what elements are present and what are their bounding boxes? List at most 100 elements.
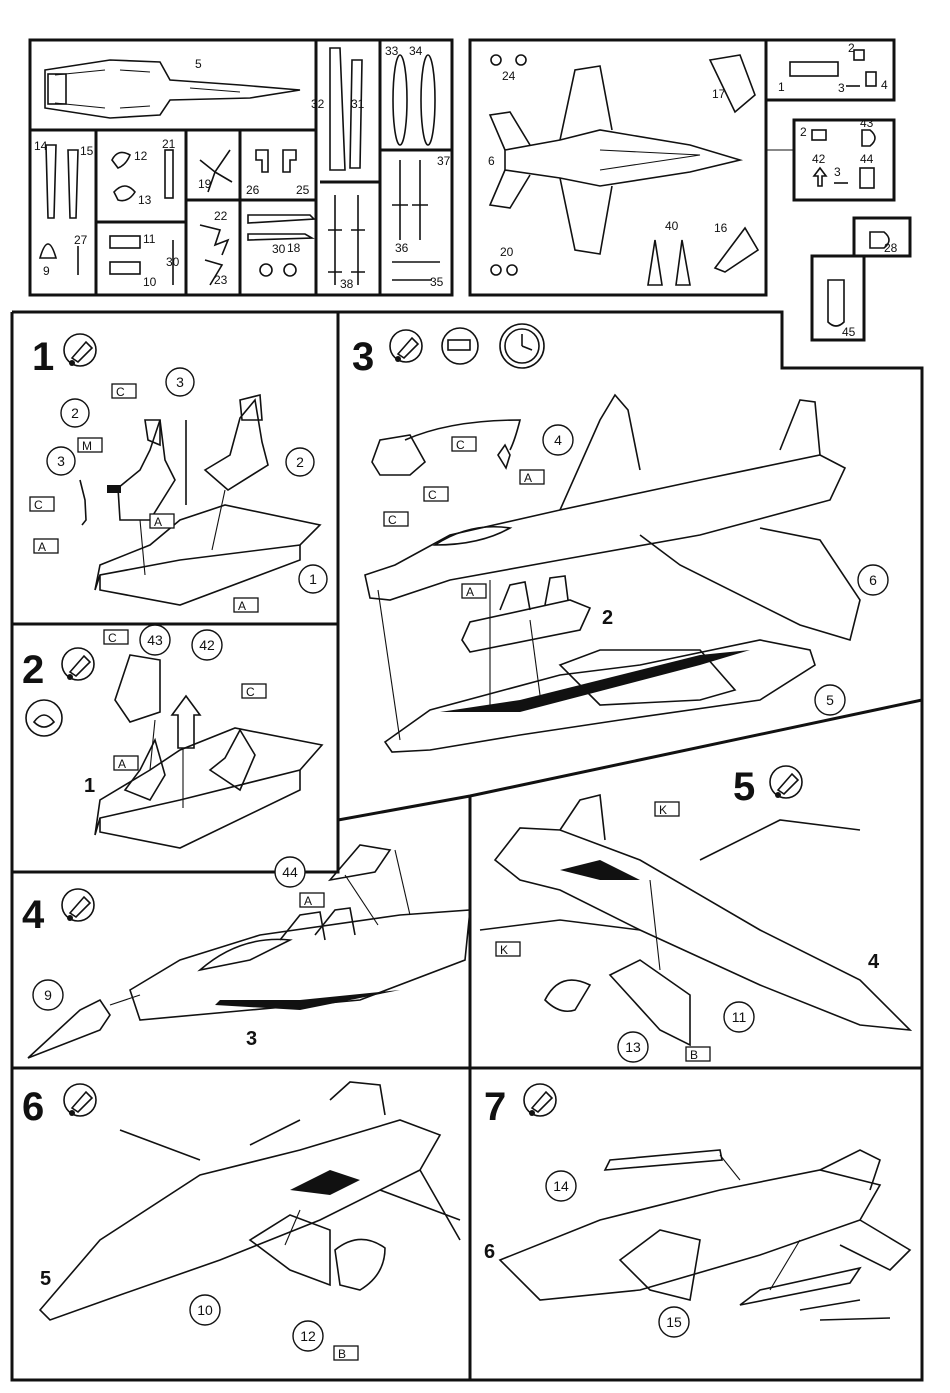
step-1: 1 3 2 3 2 1 C M C A A A — [30, 334, 327, 613]
step-6: 6 5 10 12 B — [22, 1082, 460, 1361]
part-number-2: 2 — [848, 41, 855, 55]
callout-4-b: 4 — [868, 951, 880, 973]
part-number-35: 35 — [430, 275, 444, 289]
glue-icon — [770, 766, 802, 798]
step-number-6: 6 — [22, 1085, 44, 1129]
part-37-36-35: 37 36 35 — [392, 154, 451, 289]
part-26-25: 26 25 — [246, 150, 310, 197]
flag-c: C — [242, 684, 266, 699]
part-number-12: 12 — [134, 149, 148, 163]
svg-text:B: B — [338, 1347, 346, 1361]
callout-9: 9 — [33, 980, 63, 1010]
svg-text:12: 12 — [300, 1328, 316, 1344]
part-number-24: 24 — [502, 69, 516, 83]
callout-6-b: 6 — [484, 1241, 495, 1263]
callout-2-c: 2 — [602, 607, 613, 629]
flag-k: K — [496, 942, 520, 957]
part-number-13: 13 — [138, 193, 152, 207]
glue-icon — [64, 334, 96, 366]
svg-text:C: C — [428, 488, 437, 502]
svg-text:A: A — [524, 471, 532, 485]
svg-text:15: 15 — [666, 1314, 682, 1330]
part-number-34: 34 — [409, 44, 423, 58]
part-11-10-30: 11 10 30 — [110, 232, 180, 289]
part-clear-canopy: 2 43 42 3 44 — [800, 116, 875, 188]
part-number-14: 14 — [34, 139, 48, 153]
flag-a: A — [34, 539, 58, 554]
svg-text:C: C — [116, 385, 125, 399]
part-30-18: 30 18 — [248, 215, 314, 276]
part-number-17: 17 — [712, 87, 726, 101]
callout-1-a: 1 — [299, 565, 327, 593]
flag-c: C — [112, 384, 136, 399]
part-number-1: 1 — [778, 80, 785, 94]
svg-text:A: A — [304, 894, 312, 908]
svg-text:1: 1 — [309, 571, 317, 587]
part-number-16: 16 — [714, 221, 728, 235]
svg-text:C: C — [108, 631, 117, 645]
step-4: 4 44 9 3 A — [22, 845, 470, 1058]
callout-6: 6 — [858, 565, 888, 595]
step-number-3: 3 — [352, 335, 374, 379]
part-number-44: 44 — [860, 152, 874, 166]
svg-text:4: 4 — [554, 432, 562, 448]
svg-text:3: 3 — [176, 374, 184, 390]
svg-text:K: K — [659, 803, 667, 817]
svg-text:44: 44 — [282, 864, 298, 880]
part-number-19: 19 — [198, 177, 212, 191]
part-number-21: 21 — [162, 137, 176, 151]
part-number-43: 43 — [860, 116, 874, 130]
paint-palette-icon — [26, 700, 62, 736]
part-number-42: 42 — [812, 152, 826, 166]
callout-4: 4 — [543, 425, 573, 455]
part-number-33: 33 — [385, 44, 399, 58]
part-number-2b: 2 — [800, 125, 807, 139]
part-number-32: 32 — [311, 97, 325, 111]
svg-text:A: A — [466, 585, 474, 599]
step-7: 7 14 6 15 — [484, 1084, 910, 1337]
part-number-36: 36 — [395, 241, 409, 255]
callout-42: 42 — [192, 630, 222, 660]
flag-m: M — [78, 438, 102, 453]
callout-3-c: 3 — [246, 1028, 257, 1050]
flag-b: B — [686, 1047, 710, 1062]
svg-text:A: A — [118, 757, 126, 771]
part-number-4: 4 — [881, 78, 888, 92]
part-number-15: 15 — [80, 144, 94, 158]
step-number-7: 7 — [484, 1085, 506, 1129]
part-6-upper-fuselage: 6 24 20 17 40 16 — [488, 55, 758, 285]
glue-icon — [62, 889, 94, 921]
step-number-5: 5 — [733, 765, 755, 809]
part-number-30: 30 — [272, 242, 286, 256]
svg-text:A: A — [238, 599, 246, 613]
step-grid — [12, 312, 922, 1380]
step-number-4: 4 — [22, 893, 45, 937]
part-33-34-tanks: 33 34 — [385, 44, 435, 145]
step-number-1: 1 — [32, 335, 54, 379]
callout-3-a: 3 — [166, 368, 194, 396]
part-22-23: 22 23 — [200, 209, 228, 287]
part-31-32-wings-pylons: 32 31 — [311, 48, 365, 170]
callout-2-b: 2 — [286, 448, 314, 476]
callout-12: 12 — [293, 1321, 323, 1351]
svg-text:2: 2 — [296, 454, 304, 470]
step-3: 3 4 2 6 5 — [352, 324, 888, 752]
flag-a: A — [462, 584, 486, 599]
svg-text:6: 6 — [869, 572, 877, 588]
part-number-30a: 30 — [166, 255, 180, 269]
part-number-3: 3 — [838, 81, 845, 95]
part-1-2-3-4-cockpit: 1 2 3 4 — [778, 41, 888, 95]
part-number-45: 45 — [842, 325, 856, 339]
part-number-5: 5 — [195, 57, 202, 71]
svg-text:C: C — [246, 685, 255, 699]
svg-text:14: 14 — [553, 1178, 569, 1194]
part-number-28: 28 — [884, 241, 898, 255]
part-number-26: 26 — [246, 183, 260, 197]
part-number-25: 25 — [296, 183, 310, 197]
glue-icon — [64, 1084, 96, 1116]
part-19: 19 — [198, 150, 232, 192]
glue-icon — [524, 1084, 556, 1116]
paint-tube-icon — [442, 328, 478, 364]
svg-text:A: A — [38, 540, 46, 554]
step-2: 2 43 42 1 C C A — [22, 625, 322, 848]
